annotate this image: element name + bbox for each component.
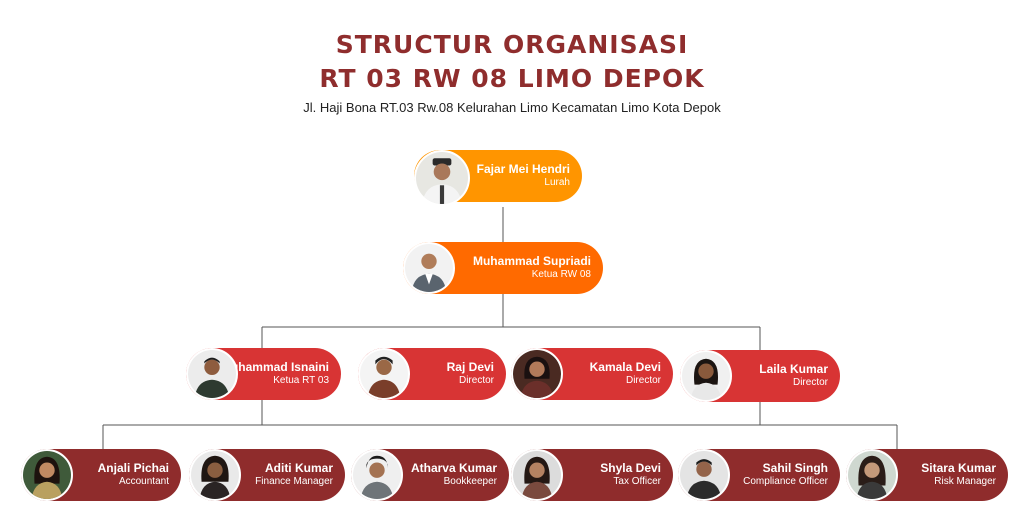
node-name: Aditi Kumar xyxy=(264,461,333,476)
person-photo xyxy=(189,449,241,501)
node-name: Sahil Singh xyxy=(762,461,828,476)
node-name: Muhammad Supriadi xyxy=(472,254,591,269)
node-role: Director xyxy=(458,375,494,387)
page-title-line-1: STRUCTUR ORGANISASI xyxy=(335,30,689,59)
node-name: Anjali Pichai xyxy=(97,461,169,476)
node-name: Atharva Kumar xyxy=(410,461,497,476)
person-photo xyxy=(403,242,455,294)
node-name: Muhammad Isnaini xyxy=(220,360,329,375)
person-photo xyxy=(678,449,730,501)
person-photo xyxy=(511,449,563,501)
person-photo xyxy=(21,449,73,501)
node-name: Fajar Mei Hendri xyxy=(476,162,570,177)
node-role: Director xyxy=(792,377,828,389)
node-name: Sitara Kumar xyxy=(921,461,996,476)
node-role: Ketua RW 08 xyxy=(531,269,591,281)
node-role: Director xyxy=(625,375,661,387)
node-name: Kamala Devi xyxy=(589,360,661,375)
node-role: Bookkeeper xyxy=(443,476,497,488)
org-node-ketua-rt[interactable]: Muhammad Isnaini Ketua RT 03 xyxy=(186,348,341,400)
person-photo xyxy=(358,348,410,400)
person-photo xyxy=(511,348,563,400)
node-role: Finance Manager xyxy=(255,476,333,488)
node-role: Compliance Officer xyxy=(743,476,828,488)
node-role: Accountant xyxy=(118,476,169,488)
person-photo xyxy=(680,350,732,402)
node-name: Laila Kumar xyxy=(759,362,828,377)
person-photo xyxy=(351,449,403,501)
address-subtitle: Jl. Haji Bona RT.03 Rw.08 Kelurahan Limo… xyxy=(303,100,721,115)
person-photo xyxy=(846,449,898,501)
node-role: Ketua RT 03 xyxy=(273,375,329,387)
node-role: Lurah xyxy=(544,177,570,189)
person-photo xyxy=(414,150,470,206)
person-photo xyxy=(186,348,238,400)
node-role: Risk Manager xyxy=(934,476,996,488)
node-name: Raj Devi xyxy=(446,360,494,375)
page-title-line-2: RT 03 RW 08 LIMO DEPOK xyxy=(319,64,705,93)
node-name: Shyla Devi xyxy=(600,461,661,476)
node-role: Tax Officer xyxy=(613,476,661,488)
